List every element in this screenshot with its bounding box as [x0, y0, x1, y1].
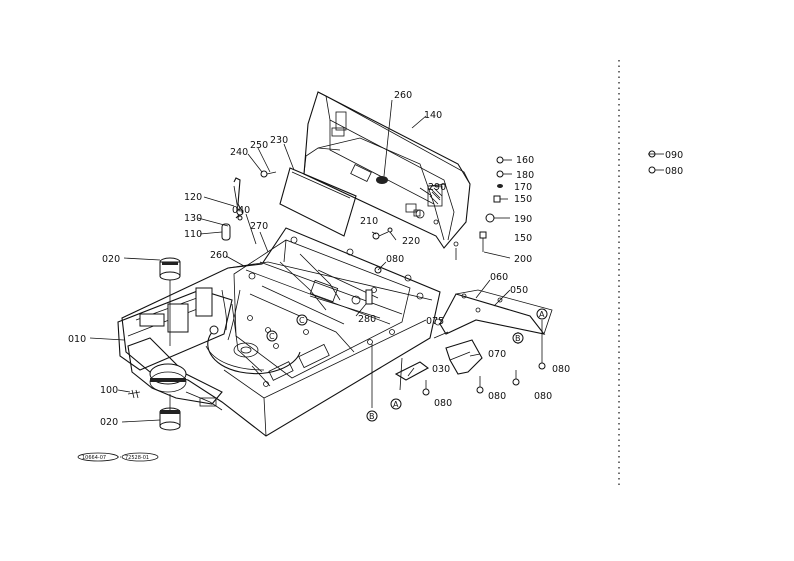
label-040: 040: [232, 205, 250, 216]
lever-assembly: [221, 177, 244, 241]
label-200: 200: [514, 254, 532, 265]
label-180: 180: [516, 170, 534, 181]
bracket-030: [394, 361, 430, 381]
label-080-c: 080: [534, 391, 552, 402]
label-140: 140: [424, 110, 442, 121]
label-260-top: 260: [394, 90, 412, 101]
dash-panel: [303, 91, 471, 260]
label-230: 230: [270, 135, 288, 146]
label-075: 075: [426, 316, 444, 327]
label-190: 190: [514, 214, 532, 225]
label-210: 210: [360, 216, 378, 227]
label-070: 070: [488, 349, 506, 360]
label-020-upper: 020: [102, 254, 120, 265]
cushion-upper: [159, 257, 181, 346]
label-220: 220: [402, 236, 420, 247]
bracket-050: [439, 289, 553, 335]
label-130: 130: [184, 213, 202, 224]
bracket-070: [445, 339, 483, 375]
panel-230: [279, 167, 357, 237]
marker-c-deck: C: [299, 316, 305, 325]
label-270: 270: [250, 221, 268, 232]
label-120: 120: [184, 192, 202, 203]
label-110: 110: [184, 229, 202, 240]
leader-lines: [89, 99, 543, 423]
label-080-a: 080: [434, 398, 452, 409]
label-080-right: 080: [552, 364, 570, 375]
label-010: 010: [68, 334, 86, 345]
label-160: 160: [516, 155, 534, 166]
label-170: 170: [514, 182, 532, 193]
label-150-lower: 150: [514, 233, 532, 244]
label-100: 100: [100, 385, 118, 396]
label-280: 280: [358, 314, 376, 325]
label-080-mid: 080: [386, 254, 404, 265]
label-side-090: 090: [665, 150, 683, 161]
reference-codes: 10664-07 72528-01: [77, 452, 159, 462]
marker-a-right: A: [539, 310, 545, 319]
label-150-upper: 150: [514, 194, 532, 205]
label-250: 250: [250, 140, 268, 151]
side-parts: 090 080: [648, 150, 683, 177]
part-labels: 260 140 230 250 240 160 180 170 290 150 …: [68, 90, 570, 428]
label-290: 290: [428, 182, 446, 193]
label-050: 050: [510, 285, 528, 296]
label-030: 030: [432, 364, 450, 375]
view-markers: C C A B A B: [266, 308, 548, 422]
bolts: [127, 156, 546, 399]
label-060: 060: [490, 272, 508, 283]
counterweight: [127, 337, 223, 411]
label-020-lower: 020: [100, 417, 118, 428]
label-side-080: 080: [665, 166, 683, 177]
hose-assembly: [205, 289, 301, 375]
label-260-left: 260: [210, 250, 228, 261]
label-240: 240: [230, 147, 248, 158]
ref-code-1: 10664-07: [82, 455, 106, 461]
marker-a-bottom: A: [393, 400, 399, 409]
cushion-lower: [159, 394, 181, 431]
ref-code-2: 72528-01: [125, 455, 149, 461]
marker-c-swing: C: [269, 332, 275, 341]
base-frame: [117, 227, 442, 437]
label-080-b: 080: [488, 391, 506, 402]
marker-b-bottom: B: [369, 412, 375, 421]
marker-b-right: B: [515, 334, 521, 343]
